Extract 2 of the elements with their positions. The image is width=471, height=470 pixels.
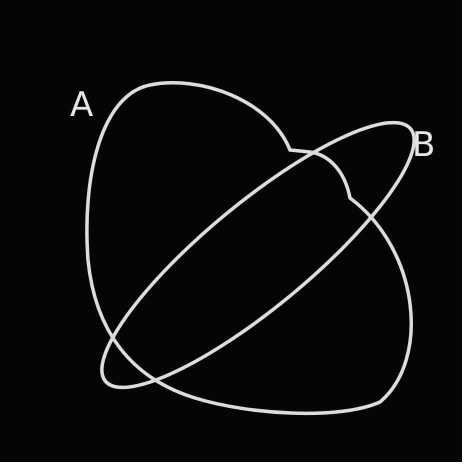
curve-label: B [412, 128, 436, 162]
curve-label: A [70, 88, 94, 122]
